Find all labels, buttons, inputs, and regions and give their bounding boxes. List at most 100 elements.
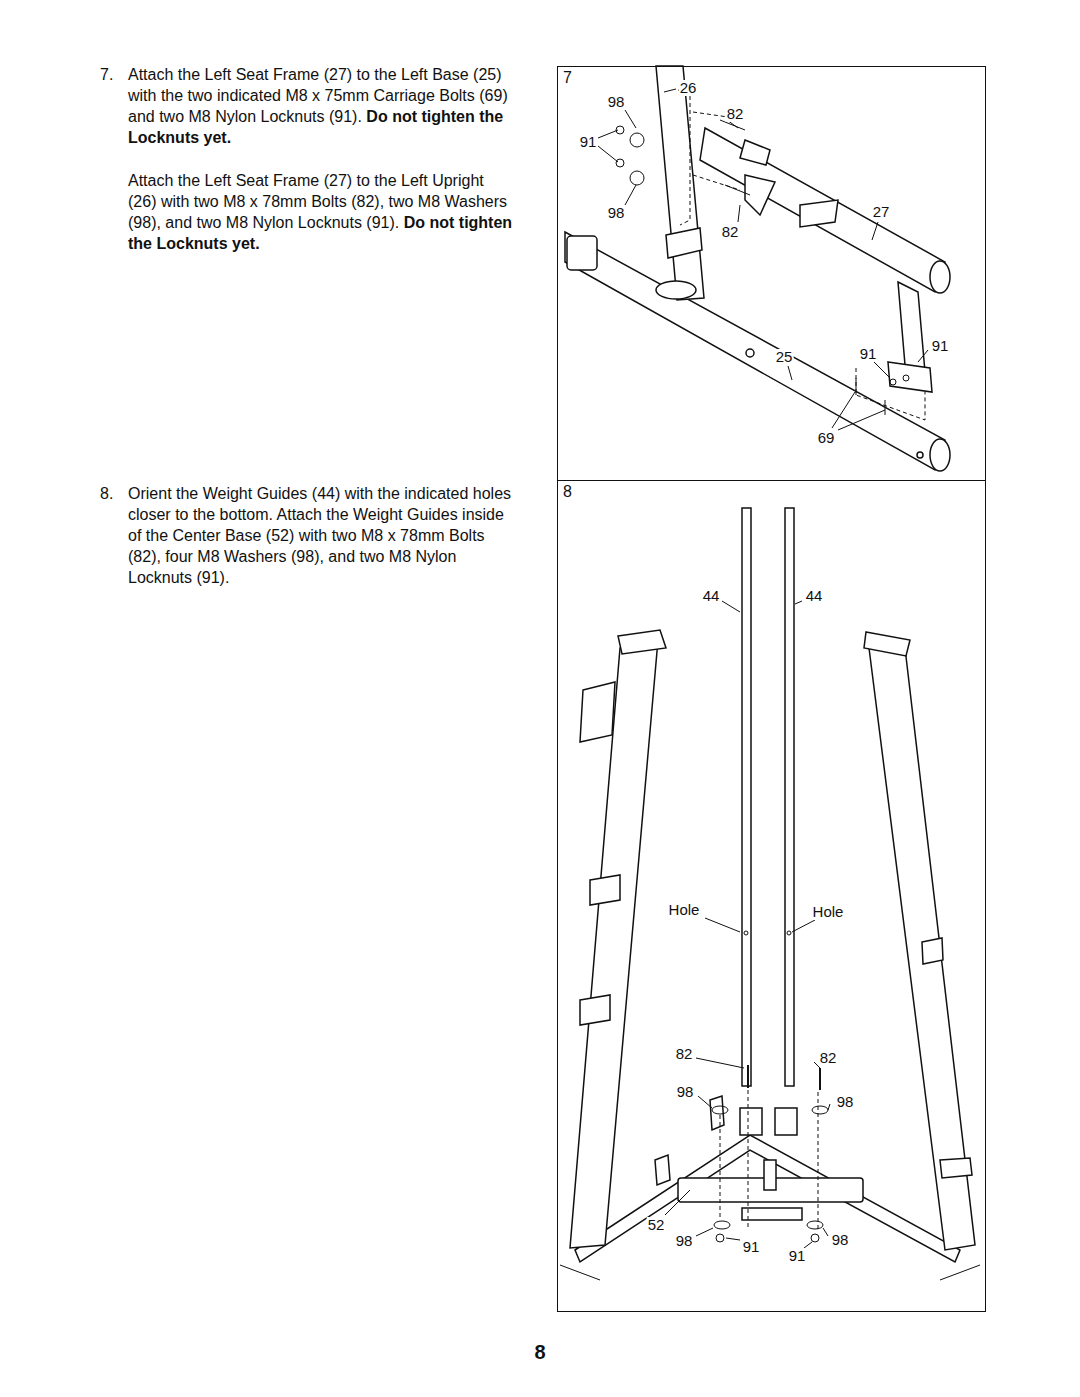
callout-number: 98 — [831, 1232, 850, 1248]
callout-number: Hole — [668, 902, 701, 918]
step-frame: 7 — [557, 66, 986, 481]
dashed-guide — [720, 1115, 721, 1220]
callout-number: 82 — [819, 1050, 838, 1066]
leader-line — [795, 601, 802, 604]
leader-line — [598, 146, 618, 162]
carriage-bolt — [885, 400, 886, 415]
callout-number: 82 — [726, 106, 745, 122]
leader-line — [874, 362, 890, 378]
leader-line — [872, 222, 878, 240]
callout-number: Hole — [812, 904, 845, 920]
leader-line — [664, 89, 676, 92]
base-bracket — [775, 1108, 797, 1135]
callout-number: 91 — [931, 338, 950, 354]
washer — [630, 171, 644, 185]
step-number: 8 — [558, 481, 577, 503]
callout-number: 98 — [836, 1094, 855, 1110]
callout-number: 91 — [742, 1239, 761, 1255]
upright-bracket — [580, 995, 610, 1025]
base-bracket — [740, 1108, 762, 1135]
leader-line — [665, 1190, 690, 1215]
hole — [744, 931, 748, 935]
upright-bracket — [922, 938, 943, 964]
hole — [917, 452, 923, 458]
bolt — [725, 185, 750, 195]
leader-line — [823, 1228, 828, 1236]
base-bracket — [710, 1096, 724, 1130]
instruction-paragraph: Attach the Left Seat Frame (27) to the L… — [128, 64, 513, 148]
locknut — [890, 379, 896, 385]
upright-cap — [864, 632, 910, 656]
dashed-guide — [678, 90, 690, 225]
base-bracket — [655, 1155, 670, 1185]
leg-plate — [888, 362, 932, 392]
leader-line — [722, 601, 740, 612]
callout-number: 82 — [721, 224, 740, 240]
leader-line — [738, 205, 740, 222]
callout-number: 82 — [675, 1046, 694, 1062]
step-number: 7 — [558, 67, 577, 89]
base-post — [764, 1160, 776, 1190]
left-seat-frame — [700, 128, 945, 292]
leader-line — [788, 366, 792, 380]
callout-number: 52 — [647, 1217, 666, 1233]
callout-number: 91 — [788, 1248, 807, 1264]
leader-arrow — [705, 918, 740, 932]
leader-line — [696, 1058, 744, 1068]
locknut — [616, 159, 624, 167]
base-bracket — [567, 236, 597, 270]
step-number: 7. — [100, 64, 113, 85]
tube-end — [930, 261, 950, 293]
dashed-guide — [856, 368, 925, 420]
callout-number: 98 — [607, 205, 626, 221]
seat-clamp — [740, 140, 770, 165]
hole — [746, 349, 754, 357]
locknut — [903, 375, 909, 381]
right-upright — [868, 640, 975, 1250]
washer — [630, 133, 644, 147]
weight-guide — [785, 508, 794, 1086]
callout-number: 98 — [675, 1233, 694, 1249]
leader-line — [625, 110, 636, 128]
callout-number: 69 — [817, 430, 836, 446]
center-base — [575, 1135, 960, 1262]
floor-line — [940, 1265, 980, 1280]
upright-foot — [656, 281, 696, 299]
callout-number: 91 — [859, 346, 878, 362]
locknut — [811, 1234, 819, 1242]
step-frame: 8 — [557, 480, 986, 1312]
hole — [787, 931, 791, 935]
leader-arrow — [792, 920, 815, 932]
seat-clamp — [800, 200, 838, 227]
dashed-guide — [748, 1090, 749, 1230]
callout-number: 25 — [775, 349, 794, 365]
washer — [807, 1221, 823, 1229]
upright-cap — [618, 630, 666, 654]
callout-number: 27 — [872, 204, 891, 220]
upright-bracket — [940, 1158, 972, 1178]
leader-line — [698, 1096, 712, 1108]
leader-line — [726, 1238, 740, 1240]
tube-end — [930, 439, 950, 471]
callout-number: 98 — [676, 1084, 695, 1100]
page-number: 8 — [534, 1341, 545, 1364]
leader-line — [625, 185, 636, 205]
carriage-bolt — [856, 378, 857, 395]
leader-line — [832, 392, 855, 428]
leader-line — [696, 1228, 713, 1236]
bolt — [819, 1068, 821, 1090]
callout-number: 44 — [702, 588, 721, 604]
left-upright — [656, 66, 704, 300]
dashed-guide — [818, 1092, 819, 1230]
upright-bracket — [590, 875, 620, 905]
locknut — [616, 126, 624, 134]
bolt — [747, 1065, 749, 1088]
instruction-text: Orient the Weight Guides (44) with the i… — [128, 485, 511, 586]
washer — [712, 1106, 728, 1114]
locknut — [716, 1234, 724, 1242]
leader-line — [828, 1104, 830, 1110]
step-number: 8. — [100, 483, 113, 504]
weight-guide — [742, 508, 751, 1086]
washer — [812, 1106, 828, 1114]
instruction-paragraph: Orient the Weight Guides (44) with the i… — [128, 483, 513, 588]
